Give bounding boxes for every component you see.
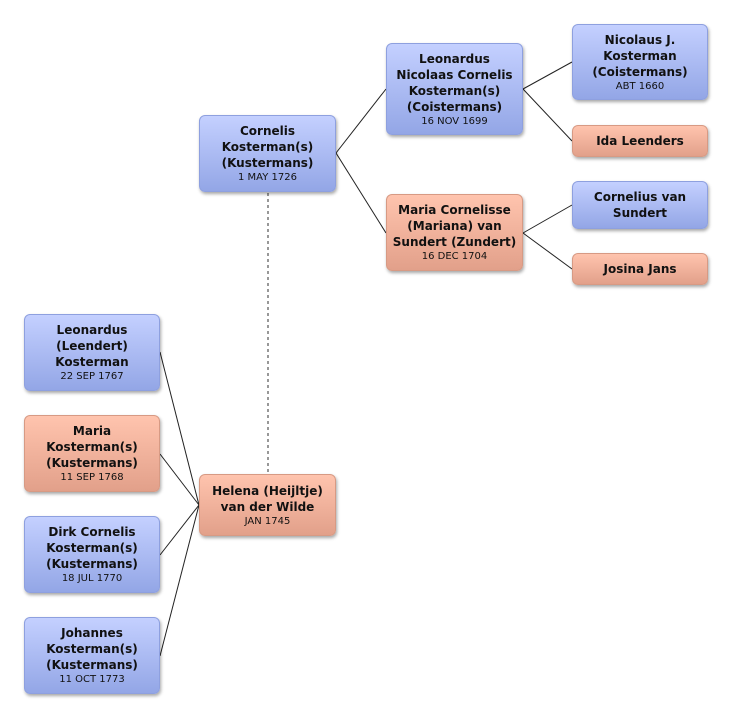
person-date: 16 NOV 1699 xyxy=(421,115,488,127)
person-date: JAN 1745 xyxy=(244,515,291,527)
person-name: Helena (Heijltje) van der Wilde xyxy=(212,483,323,514)
person-box-helena-van-der-wilde[interactable]: Helena (Heijltje) van der Wilde JAN 1745 xyxy=(199,474,336,536)
person-name: Nicolaus J. Kosterman (Coistermans) xyxy=(592,32,688,79)
person-name: Josina Jans xyxy=(603,262,677,276)
person-date: 16 DEC 1704 xyxy=(421,251,488,262)
connector-line xyxy=(159,504,200,657)
connector-line xyxy=(335,152,387,234)
connector-line xyxy=(159,504,200,556)
person-name: Leonardus Nicolaas Cornelis Kosterman(s)… xyxy=(396,51,513,114)
person-name: Cornelis Kosterman(s) (Kustermans) xyxy=(221,124,314,170)
person-box-leonardus-nicolaas-cornelis[interactable]: Leonardus Nicolaas Cornelis Kosterman(s)… xyxy=(386,43,523,135)
person-box-josina-jans[interactable]: Josina Jans xyxy=(572,253,708,285)
person-name: Johannes Kosterman(s) (Kustermans) xyxy=(46,626,138,672)
person-box-dirk-cornelis[interactable]: Dirk Cornelis Kosterman(s) (Kustermans) … xyxy=(24,516,160,593)
person-name: Maria Cornelisse (Mariana) van Sundert (… xyxy=(392,203,517,249)
person-name: Maria Kosterman(s) (Kustermans) xyxy=(46,424,138,470)
person-box-maria-cornelisse[interactable]: Maria Cornelisse (Mariana) van Sundert (… xyxy=(386,194,523,271)
person-name: Ida Leenders xyxy=(596,134,684,148)
person-name: Cornelius van Sundert xyxy=(593,190,687,220)
connector-line xyxy=(522,61,573,90)
connector-line xyxy=(522,232,573,270)
person-box-johannes-kosterman[interactable]: Johannes Kosterman(s) (Kustermans) 11 OC… xyxy=(24,617,160,694)
person-box-maria-kosterman[interactable]: Maria Kosterman(s) (Kustermans) 11 SEP 1… xyxy=(24,415,160,492)
person-name: Dirk Cornelis Kosterman(s) (Kustermans) xyxy=(46,525,138,571)
person-box-cornelius-van-sundert[interactable]: Cornelius van Sundert xyxy=(572,181,708,229)
person-name: Leonardus (Leendert) Kosterman xyxy=(55,323,129,369)
connector-line xyxy=(159,351,200,506)
connector-line xyxy=(522,204,573,234)
person-box-nicolaus-kosterman[interactable]: Nicolaus J. Kosterman (Coistermans) ABT … xyxy=(572,24,708,100)
person-box-leonardus-leendert[interactable]: Leonardus (Leendert) Kosterman 22 SEP 17… xyxy=(24,314,160,391)
connector-line xyxy=(335,88,387,154)
person-date: ABT 1660 xyxy=(615,80,665,92)
connector-line xyxy=(522,88,573,142)
person-date: 18 JUL 1770 xyxy=(61,573,123,584)
person-date: 1 MAY 1726 xyxy=(238,172,297,183)
person-box-ida-leenders[interactable]: Ida Leenders xyxy=(572,125,708,157)
person-date: 22 SEP 1767 xyxy=(60,371,124,382)
person-date: 11 OCT 1773 xyxy=(59,674,125,685)
person-date: 11 SEP 1768 xyxy=(60,472,124,483)
connector-line xyxy=(159,453,200,506)
person-box-cornelis-kosterman[interactable]: Cornelis Kosterman(s) (Kustermans) 1 MAY… xyxy=(199,115,336,192)
